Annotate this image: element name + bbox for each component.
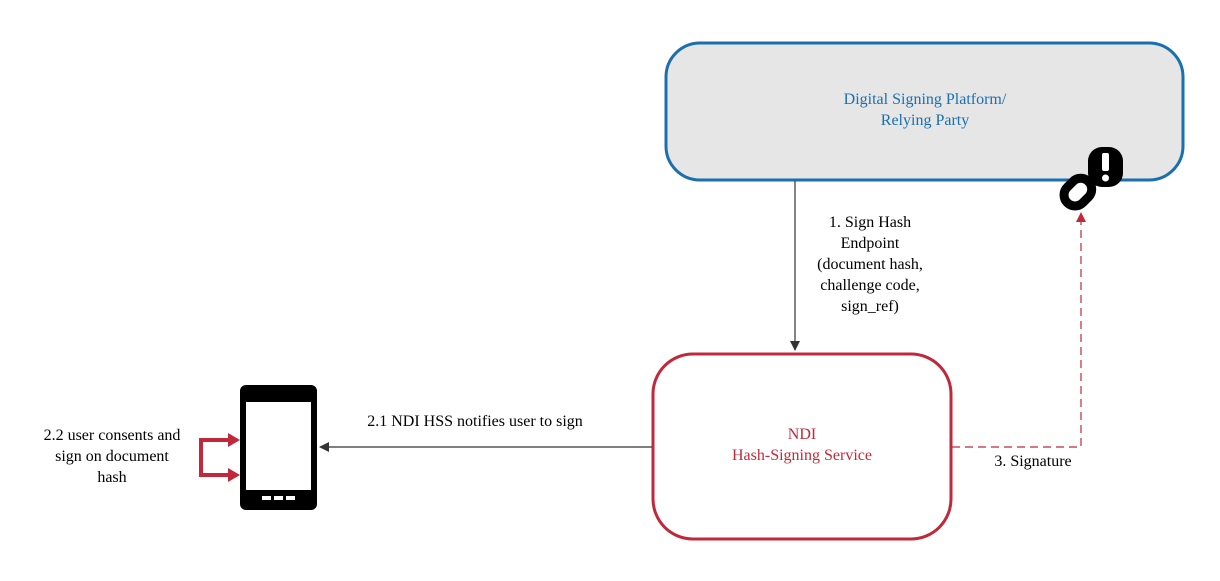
consent-label-line: sign on document <box>55 448 169 465</box>
platform-label: Digital Signing Platform/ Relying Party <box>795 89 1055 131</box>
sign-hash-label-line: 1. Sign Hash <box>828 214 912 231</box>
hss-label-line2: Hash-Signing Service <box>732 447 872 464</box>
consent-label-line: hash <box>97 469 127 486</box>
link-alert-icon <box>1059 147 1123 211</box>
signature-label: 3. Signature <box>994 453 1072 470</box>
hss-box <box>651 352 953 541</box>
hss-label: NDI Hash-Signing Service <box>682 424 922 466</box>
sign-hash-label-line: Endpoint <box>840 235 900 252</box>
signature-arrow <box>952 212 1086 448</box>
sign-hash-label-line: challenge code, <box>820 277 920 294</box>
consent-label-line: 2.2 user consents and <box>43 427 181 444</box>
sign-hash-label: 1. Sign Hash Endpoint (document hash, ch… <box>800 212 940 317</box>
platform-box <box>664 41 1185 182</box>
smartphone-icon <box>240 385 317 510</box>
notify-label: 2.1 NDI HSS notifies user to sign <box>367 413 583 430</box>
hss-label-line1: NDI <box>787 426 817 443</box>
consent-label: 2.2 user consents and sign on document h… <box>27 425 197 488</box>
platform-label-line2: Relying Party <box>880 112 970 129</box>
platform-label-line1: Digital Signing Platform/ <box>843 91 1007 108</box>
sign-hash-label-line: (document hash, <box>817 256 923 273</box>
consent-loop-arrow <box>199 433 240 482</box>
sign-hash-label-line: sign_ref) <box>841 298 899 315</box>
